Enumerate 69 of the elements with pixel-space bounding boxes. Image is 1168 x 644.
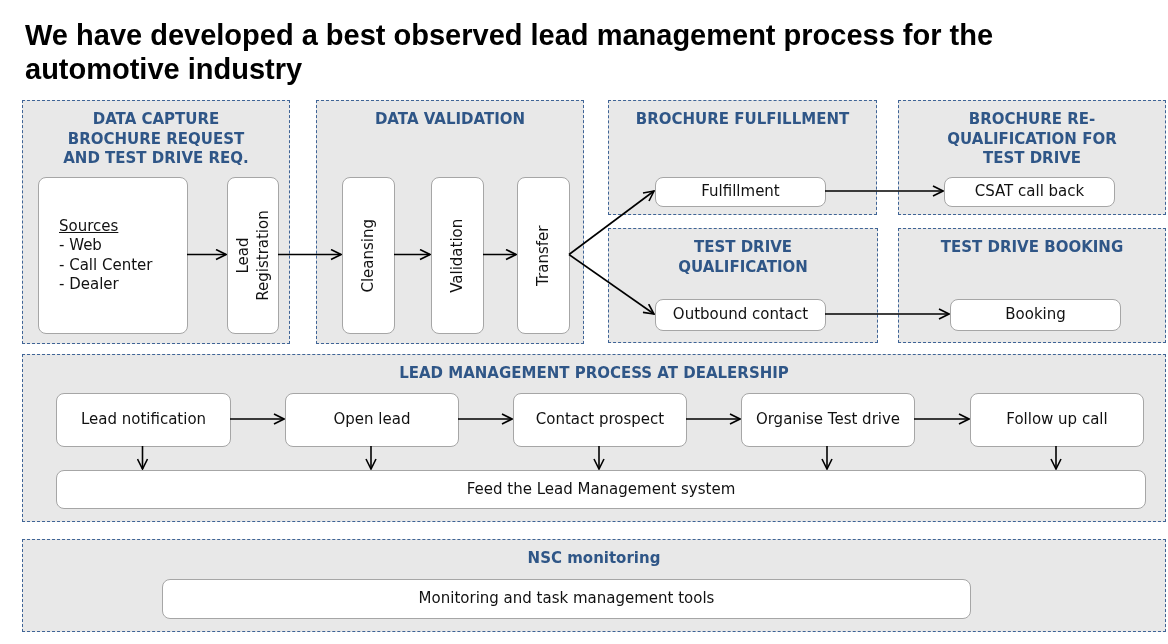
stage-panel — [898, 228, 1166, 343]
box-label: Organise Test drive — [755, 410, 901, 430]
stage-panel — [22, 354, 1166, 522]
process-box — [655, 299, 826, 331]
arrow — [186, 248, 227, 261]
box-label: Sources — [59, 216, 119, 236]
box-label: - Dealer — [59, 275, 119, 295]
process-box — [162, 579, 971, 619]
title: We have developed a best observed lead management process for the automotive industry — [25, 18, 995, 86]
stage-panel — [608, 100, 877, 215]
box-label: Lead notification — [80, 410, 207, 430]
arrow — [482, 248, 517, 261]
arrow — [824, 308, 950, 320]
arrow — [568, 253, 655, 315]
arrow — [913, 413, 970, 425]
box-label: Lead Registration — [233, 209, 272, 303]
stage-panel — [608, 228, 878, 343]
process-box — [970, 393, 1144, 447]
arrow — [593, 445, 605, 470]
box-label: CSAT call back — [974, 182, 1085, 202]
stage-heading: DATA VALIDATION — [374, 110, 526, 130]
stage-heading: BROCHURE FULFILLMENT — [635, 110, 850, 130]
arrow — [824, 185, 944, 197]
stage-heading: NSC monitoring — [527, 549, 661, 569]
box-label: Validation — [447, 217, 467, 295]
box-label: Transfer — [533, 224, 553, 288]
process-box — [517, 177, 570, 334]
stage-panel — [898, 100, 1166, 215]
stage-panel — [22, 539, 1166, 632]
process-box — [655, 177, 826, 207]
stage-panel — [22, 100, 290, 344]
process-box — [56, 393, 231, 447]
arrow — [457, 413, 513, 425]
box-label: Follow up call — [1006, 410, 1108, 430]
process-box — [431, 177, 484, 334]
arrow — [229, 413, 285, 425]
arrow — [568, 190, 655, 256]
process-box — [950, 299, 1121, 331]
arrow — [1050, 445, 1062, 470]
box-label: Contact prospect — [535, 410, 665, 430]
box-label: Fulfillment — [701, 182, 780, 202]
box-label: - Call Center — [59, 255, 153, 275]
box-label: Cleansing — [358, 217, 378, 295]
arrow — [136, 445, 149, 470]
box-label: Booking — [1005, 305, 1066, 325]
arrow — [393, 248, 431, 261]
process-box — [38, 177, 188, 334]
process-box — [513, 393, 687, 447]
arrow — [685, 413, 741, 425]
stage-heading: BROCHURE RE-QUALIFICATION FOR TEST DRIVE — [946, 110, 1118, 169]
arrow — [277, 248, 342, 261]
process-box — [342, 177, 395, 334]
arrow — [821, 445, 833, 470]
box-label: Feed the Lead Management system — [466, 479, 736, 500]
box-label: Outbound contact — [672, 305, 809, 325]
stage-heading: TEST DRIVE BOOKING — [940, 238, 1124, 258]
stage-panel — [316, 100, 584, 344]
process-box — [944, 177, 1115, 207]
process-box — [285, 393, 459, 447]
stage-heading: DATA CAPTURE BROCHURE REQUEST AND TEST DRIVE REQ. — [62, 110, 250, 169]
arrow — [365, 445, 377, 470]
process-box — [56, 470, 1146, 509]
box-label: - Web — [59, 236, 102, 256]
process-box — [741, 393, 915, 447]
process-box — [227, 177, 279, 334]
stage-heading: LEAD MANAGEMENT PROCESS AT DEALERSHIP — [399, 364, 789, 384]
box-label: Open lead — [333, 410, 411, 430]
box-label: Monitoring and task management tools — [418, 589, 715, 609]
stage-heading: TEST DRIVE QUALIFICATION — [677, 238, 809, 277]
